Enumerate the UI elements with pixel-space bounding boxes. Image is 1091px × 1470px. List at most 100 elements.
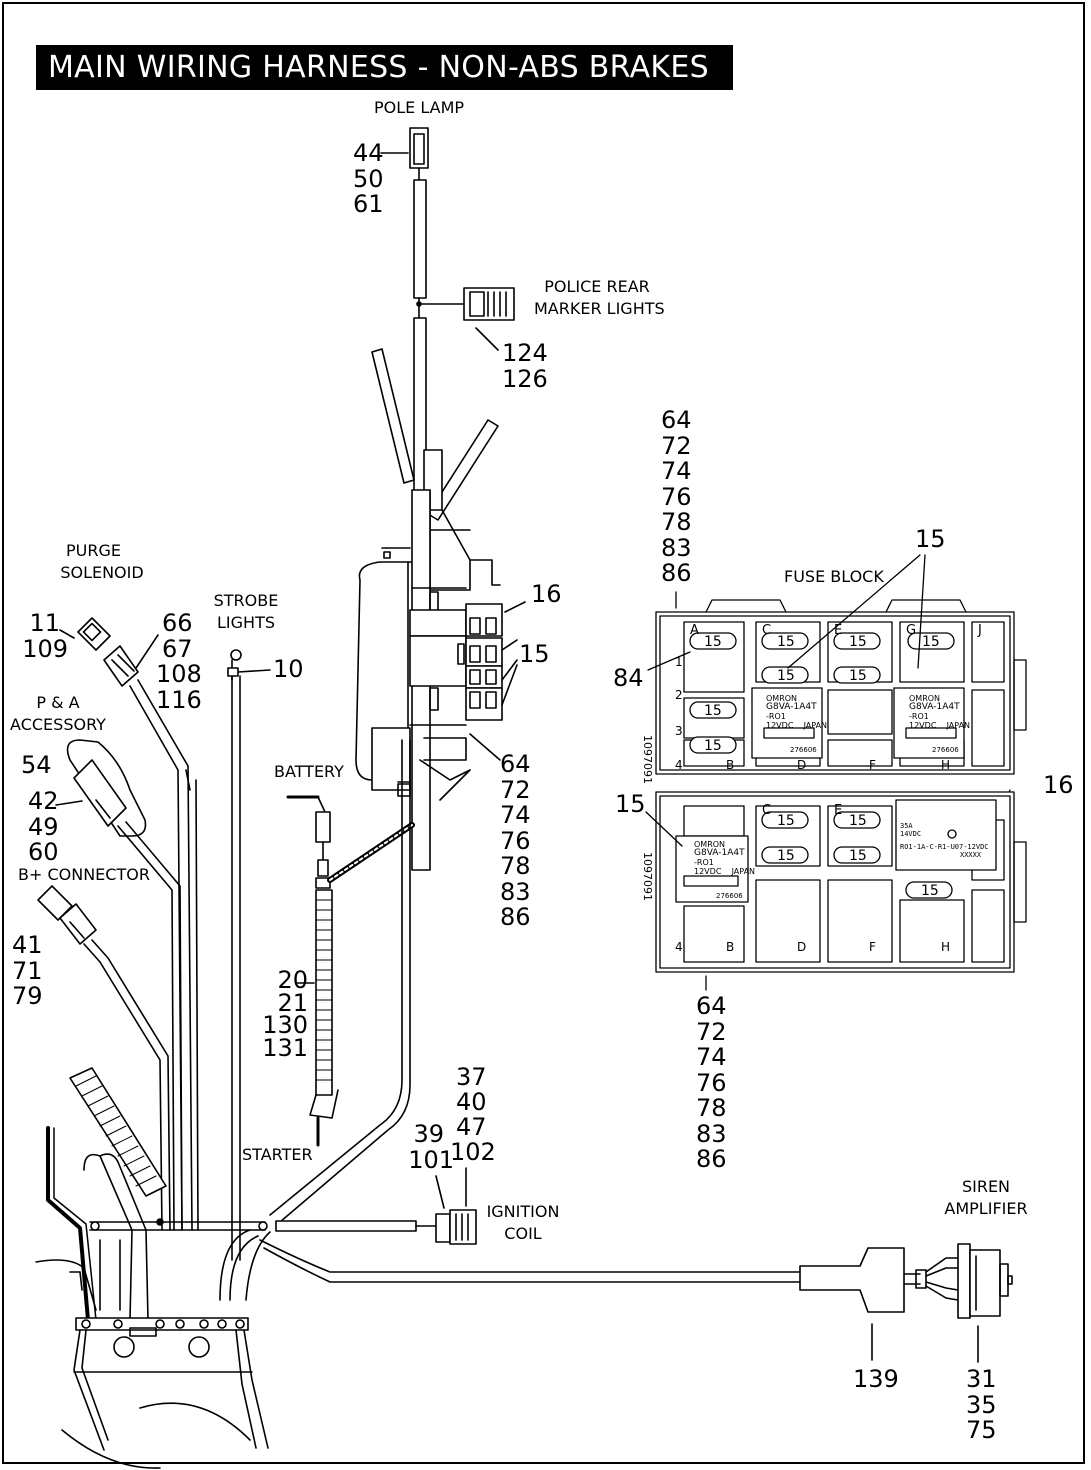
fuse-col-label: B <box>726 758 735 772</box>
relay-brand: OMRON <box>694 840 726 849</box>
callout-item: 86 <box>661 559 692 587</box>
fuse-col-label: F <box>869 940 876 954</box>
callout-item: 72 <box>661 431 692 460</box>
callout-harness-15: 15 <box>519 641 550 668</box>
callout-item: 126 <box>502 364 548 393</box>
callout-item: 54 <box>21 751 52 779</box>
marker-lights-label-line2: MARKER LIGHTS <box>534 299 665 318</box>
callout-coil-b: 39 101 <box>404 1121 454 1173</box>
fuse-col-label: C <box>762 803 772 818</box>
strobe-lead <box>227 649 271 1261</box>
fuse-label: 15 <box>777 848 795 864</box>
callout-fuse-15-top: 15 <box>915 526 946 553</box>
relay-origin: JAPAN <box>803 721 828 730</box>
ignition-coil-connector <box>435 1167 477 1245</box>
callout-item: 76 <box>696 1068 727 1097</box>
relay-origin: JAPAN <box>946 721 971 730</box>
fuse-block <box>645 554 1027 991</box>
marker-lights-connector <box>416 287 515 351</box>
callout-fuse-15-left: 15 <box>615 791 646 818</box>
relay-brand: OMRON <box>766 694 798 703</box>
relay-code: 276606 <box>716 892 743 900</box>
fuse-row-label: 1 <box>675 655 683 669</box>
callout-strobe: 10 <box>273 656 304 683</box>
strobe-lights-label-line1: STROBE <box>213 591 279 610</box>
callout-item: 66 <box>162 609 193 637</box>
bplus-connector <box>37 885 171 1231</box>
fuse-col-label: H <box>941 758 951 772</box>
strobe-lights-label: STROBE LIGHTS <box>204 590 288 634</box>
callout-fuse-84: 84 <box>613 665 644 692</box>
callout-accessory: 54 <box>21 751 52 779</box>
fuse-label: 15 <box>922 634 940 650</box>
callout-item: 86 <box>696 1145 727 1173</box>
fuse-label: 15 <box>704 703 722 719</box>
callout-item: 31 <box>966 1365 997 1393</box>
fuse-col-label: B <box>726 940 735 954</box>
callout-item: 64 <box>661 406 692 434</box>
callout-item: 72 <box>696 1017 727 1046</box>
purge-solenoid-label: PURGE SOLENOID <box>52 540 152 584</box>
callout-item: 60 <box>28 838 59 866</box>
callout-coil-a: 37 40 47 102 <box>450 1065 496 1165</box>
callout-item: 49 <box>28 812 59 841</box>
relay-model-suffix: -RO1 <box>766 712 786 721</box>
callout-item: 101 <box>408 1146 454 1174</box>
callout-item: 76 <box>661 482 692 511</box>
bottom-rail <box>35 1218 437 1311</box>
marker-lights-label: POLICE REAR MARKER LIGHTS <box>534 276 665 320</box>
relay-origin: JAPAN <box>731 867 756 876</box>
callout-item: 50 <box>353 164 384 193</box>
fuse-col-label: A <box>690 623 699 638</box>
marker-lights-label-line1: POLICE REAR <box>544 277 650 296</box>
callout-item: 11 <box>29 609 60 637</box>
callout-item: 39 <box>413 1120 444 1148</box>
callout-item: 40 <box>456 1088 487 1116</box>
callout-item: 86 <box>500 903 531 931</box>
relay-model: G8VA-1A4T <box>694 848 745 858</box>
callout-item: 64 <box>696 992 727 1020</box>
fuse-label: 15 <box>849 813 867 829</box>
large-relay-model: RO1-1A-C-R1-U07-12VDC <box>900 843 989 851</box>
callout-battery-cable: 20 21 130 131 <box>252 966 308 1062</box>
siren-amplifier-label: SIREN AMPLIFIER <box>944 1176 1028 1220</box>
callout-accessory-connector: 42 49 60 <box>28 788 59 866</box>
accessory-label-line2: ACCESSORY <box>10 715 106 734</box>
purge-solenoid-label-line1: PURGE <box>66 541 121 560</box>
fuse-col-label: G <box>906 623 917 638</box>
fuse-label: 15 <box>704 738 722 754</box>
relay-model: G8VA-1A4T <box>766 702 817 712</box>
fuse-row-label: 2 <box>675 688 683 702</box>
callout-item: 108 <box>156 660 202 688</box>
callout-siren-cable: 139 <box>853 1366 899 1393</box>
relay-voltage: 12VDC <box>694 867 722 876</box>
fuse-label: 15 <box>921 883 939 899</box>
fuse-block-label: FUSE BLOCK <box>784 567 884 586</box>
callout-item: 83 <box>500 877 531 906</box>
callout-item: 37 <box>456 1063 487 1091</box>
fuse-block-part-number: 1097091 <box>641 735 654 784</box>
fuse-col-label: D <box>797 758 807 772</box>
relay-model: G8VA-1A4T <box>909 702 960 712</box>
large-relay-voltage: 14VDC <box>900 830 922 838</box>
callout-harness-relays: 64 72 74 76 78 83 86 <box>500 751 531 931</box>
relay-model-suffix: -RO1 <box>694 858 714 867</box>
callout-bplus: 41 71 79 <box>12 932 43 1010</box>
callout-item: 20 <box>277 966 308 994</box>
fuse-label: 15 <box>849 634 867 650</box>
starter-lead <box>269 739 411 1223</box>
callout-purge: 11 109 <box>20 609 68 662</box>
fuse-col-label: F <box>869 758 876 772</box>
fuse-row-label: 3 <box>675 724 683 738</box>
callout-item: 83 <box>661 533 692 562</box>
accessory-label-line1: P & A <box>36 693 80 712</box>
purge-solenoid-label-line2: SOLENOID <box>60 563 144 582</box>
battery-label: BATTERY <box>274 762 344 781</box>
callout-item: 74 <box>500 801 531 829</box>
fuse-col-label: E <box>834 803 843 818</box>
ignition-coil-label-line2: COIL <box>504 1224 542 1243</box>
callout-item: 131 <box>262 1033 308 1062</box>
